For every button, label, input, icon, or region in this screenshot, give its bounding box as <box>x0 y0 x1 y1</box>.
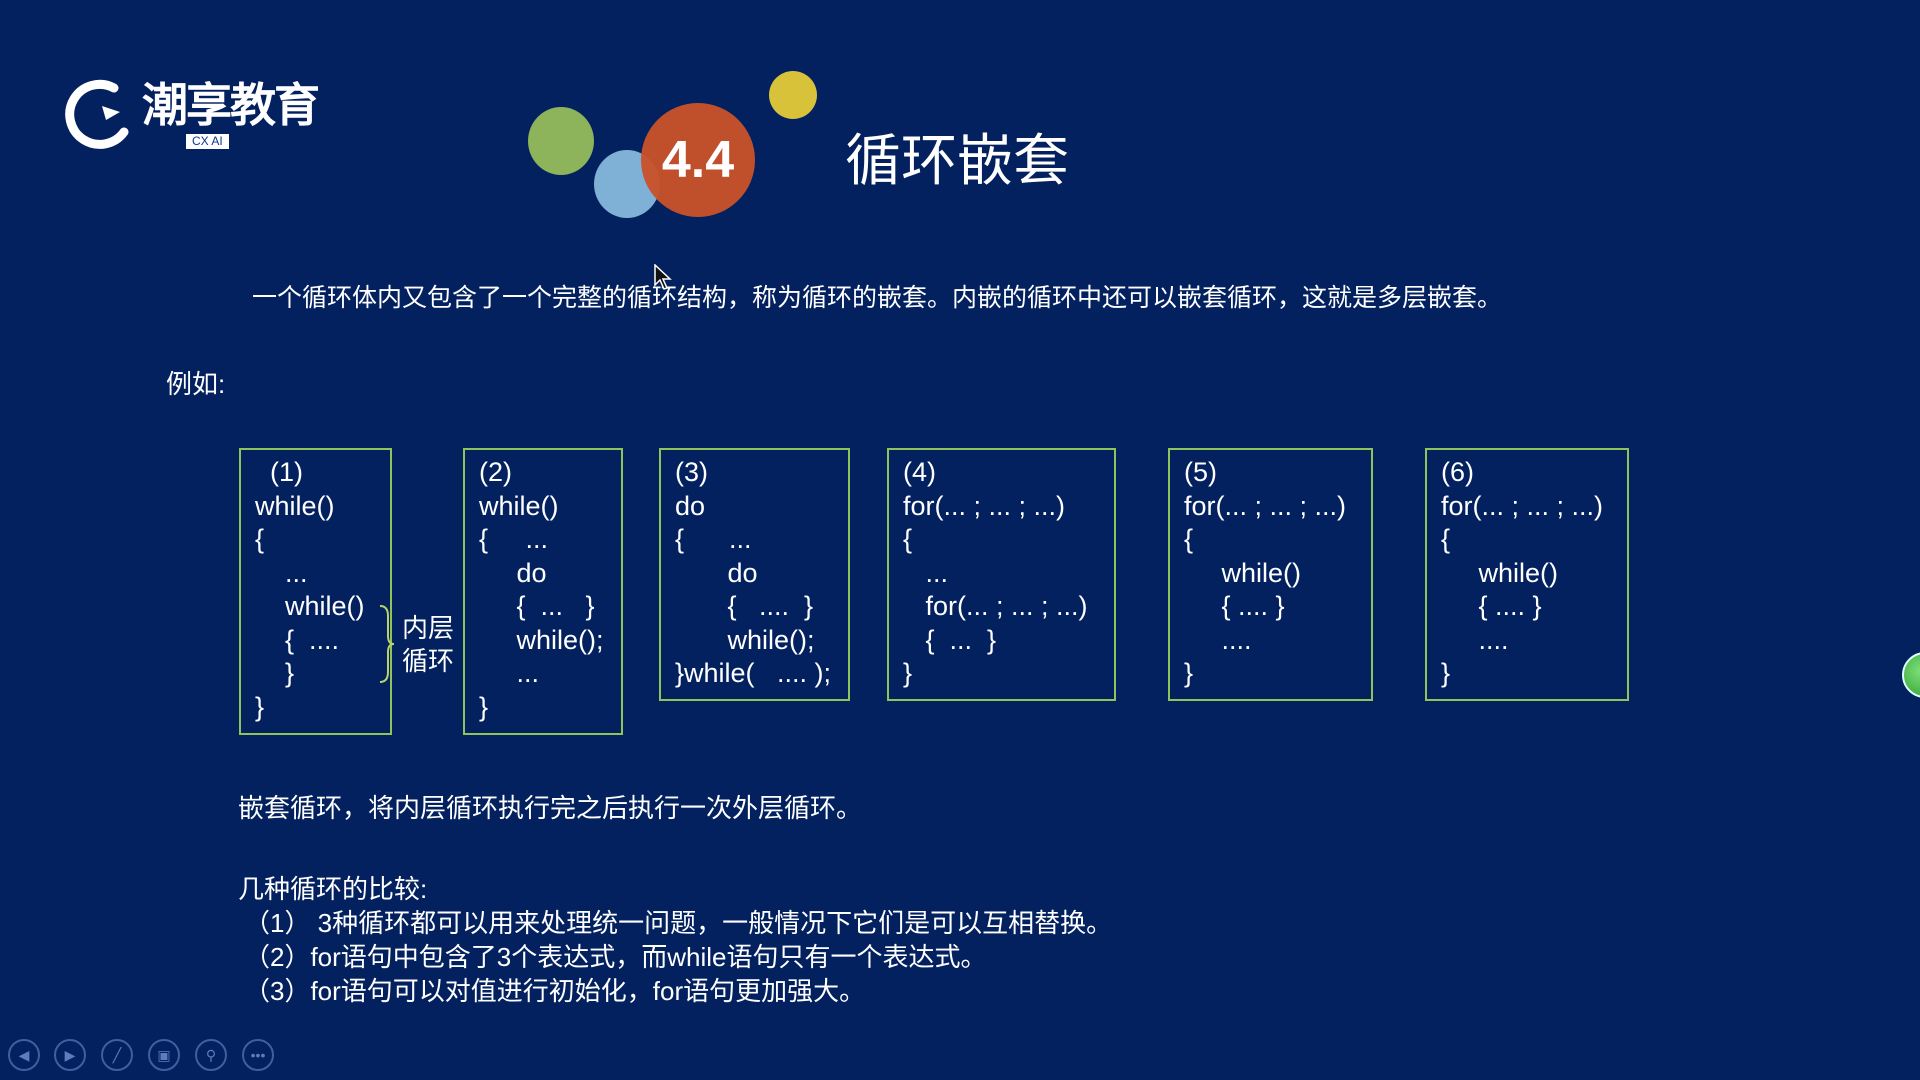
code-line: { <box>255 524 265 554</box>
nested-note: 嵌套循环，将内层循环执行完之后执行一次外层循环。 <box>238 793 863 823</box>
previous-icon: ◀ <box>18 1047 30 1063</box>
code-line: (5) <box>1184 457 1217 487</box>
code-line: { .... <box>255 624 340 655</box>
code-line: { .... } <box>1184 591 1285 621</box>
slides-button[interactable]: ▣ <box>148 1039 180 1071</box>
code-line: ... <box>903 557 949 588</box>
example-box-1: (1)while(){ ... while() { .... }} <box>239 448 392 735</box>
brace-icon <box>379 605 395 683</box>
code-line: { ... <box>675 524 752 554</box>
mouse-cursor-icon <box>654 264 672 290</box>
code-line: } <box>903 658 913 688</box>
example-box-3: (3)do{ ... do { .... } while();}while( .… <box>659 448 850 701</box>
example-box-2: (2)while(){ ... do { ... } while(); ...} <box>463 448 623 735</box>
logo-text: 潮享教育 <box>142 79 320 131</box>
code-line: while() <box>1184 557 1302 588</box>
code-line: while(); <box>479 624 604 655</box>
code-line: (6) <box>1441 457 1474 487</box>
example-box-4: (4)for(... ; ... ; ...){ ... for(... ; .… <box>887 448 1116 701</box>
code-line: } <box>1184 658 1194 688</box>
example-label: 例如: <box>166 369 226 399</box>
code-line: } <box>255 658 295 688</box>
code-line: } <box>479 691 489 722</box>
code-line: do <box>675 490 706 521</box>
intro-text: 一个循环体内又包含了一个完整的循环结构，称为循环的嵌套。内嵌的循环中还可以嵌套循… <box>252 284 1503 312</box>
code-line: for(... ; ... ; ...) <box>903 490 1066 521</box>
zoom-icon: ⚲ <box>205 1047 217 1063</box>
comparison-item: （1） 3种循环都可以用来处理统一问题，一般情况下它们是可以互相替换。 <box>244 908 1113 938</box>
code-line: .... <box>1441 624 1509 655</box>
code-line: { ... } <box>479 591 595 621</box>
logo-subtext: CX AI <box>186 134 229 149</box>
comparison-item: （3）for语句可以对值进行初始化，for语句更加强大。 <box>244 976 866 1006</box>
pen-icon: ╱ <box>112 1047 122 1063</box>
code-line: ... <box>255 557 308 588</box>
code-line: { <box>1441 524 1451 554</box>
example-box-5: (5)for(... ; ... ; ...){ while() { .... … <box>1168 448 1373 701</box>
code-line: }while( .... ); <box>675 658 832 688</box>
zoom-button[interactable]: ⚲ <box>195 1039 227 1071</box>
code-line: do <box>479 557 547 588</box>
code-line: .... <box>1184 624 1252 655</box>
code-line: { .... } <box>675 591 814 621</box>
code-line: ... <box>479 658 540 688</box>
more-button[interactable]: ••• <box>242 1039 274 1071</box>
inner-loop-label: 内层 循环 <box>402 612 454 678</box>
pen-button[interactable]: ╱ <box>101 1039 133 1071</box>
next-icon: ▶ <box>64 1047 76 1063</box>
code-line: while() <box>1441 557 1559 588</box>
code-line: for(... ; ... ; ...) <box>1441 490 1604 521</box>
code-line: { ... <box>479 524 549 554</box>
code-line: for(... ; ... ; ...) <box>903 591 1088 621</box>
code-line: (4) <box>903 457 936 487</box>
previous-slide-button[interactable]: ◀ <box>8 1039 40 1071</box>
code-line: while() <box>255 490 335 521</box>
comparison-heading: 几种循环的比较: <box>238 874 428 904</box>
inner-loop-label-line: 循环 <box>402 646 455 676</box>
code-line: (1) <box>255 457 304 487</box>
orange-circle <box>641 103 755 217</box>
inner-loop-label-line: 内层 <box>402 613 455 643</box>
section-number: 4.4 <box>661 131 735 189</box>
code-line: while() <box>479 490 559 521</box>
floating-widget-button[interactable] <box>1902 652 1920 698</box>
code-line: } <box>255 691 265 722</box>
code-line: do <box>675 557 758 588</box>
code-line: (2) <box>479 457 512 487</box>
code-line: while(); <box>675 624 815 655</box>
code-line: for(... ; ... ; ...) <box>1184 490 1347 521</box>
code-line: while() <box>255 591 365 621</box>
code-line: { ... } <box>903 624 997 655</box>
code-line: { <box>1184 524 1194 554</box>
comparison-item: （2）for语句中包含了3个表达式，而while语句只有一个表达式。 <box>244 942 987 972</box>
code-line: } <box>1441 658 1451 688</box>
slides-icon: ▣ <box>157 1047 171 1063</box>
code-line: (3) <box>675 457 708 487</box>
green-circle <box>528 107 594 175</box>
code-line: { <box>903 524 913 554</box>
page-title: 循环嵌套 <box>845 129 1069 192</box>
more-icon: ••• <box>250 1047 266 1063</box>
next-slide-button[interactable]: ▶ <box>54 1039 86 1071</box>
code-line: { .... } <box>1441 591 1542 621</box>
example-box-6: (6)for(... ; ... ; ...){ while() { .... … <box>1425 448 1629 701</box>
logo-icon <box>65 79 129 149</box>
yellow-circle <box>769 71 817 119</box>
